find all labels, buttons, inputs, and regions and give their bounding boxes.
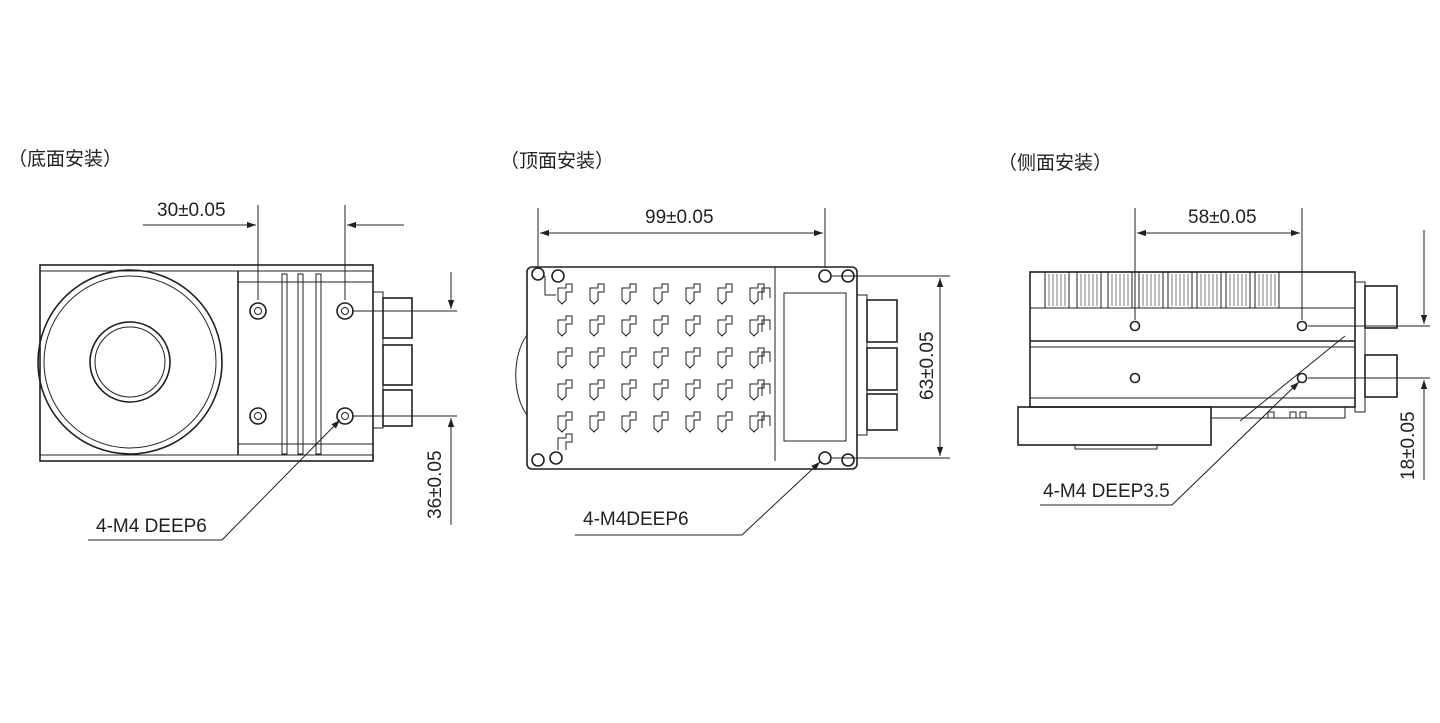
side-base-plate	[1017, 406, 1212, 446]
heatsink-notch	[717, 379, 733, 401]
top-connectors	[856, 294, 898, 436]
heatsink-notch	[589, 315, 605, 337]
side-fin	[1076, 271, 1102, 309]
bottom-fins	[281, 273, 322, 455]
heatsink-notch	[621, 379, 637, 401]
heatsink-notch	[685, 347, 701, 369]
bottom-dim-vertical: 36±0.05	[425, 450, 446, 519]
heatsink-notch	[621, 411, 637, 433]
heatsink-notch	[557, 283, 573, 305]
top-hole-label: 4-M4DEEP6	[583, 509, 689, 530]
heatsink-notch	[761, 415, 771, 428]
side-mount-holes	[1129, 320, 1308, 384]
heatsink-notch	[653, 315, 669, 337]
heatsink-notch	[685, 283, 701, 305]
heatsink-notch	[761, 319, 771, 332]
heatsink-notch	[761, 287, 771, 300]
top-dim-vertical: 63±0.05	[917, 331, 938, 400]
side-fin	[1044, 271, 1070, 309]
heatsink-notch	[717, 411, 733, 433]
top-camera-body	[526, 266, 858, 470]
bottom-connectors	[372, 291, 413, 429]
heatsink-notch	[557, 379, 573, 401]
bottom-dim-horizontal: 30±0.05	[157, 200, 226, 221]
bottom-lens-outer	[37, 269, 223, 455]
side-mount-view: （侧面安装） 58±0.05	[998, 152, 1430, 506]
heatsink-notch	[621, 315, 637, 337]
heatsink-notch	[685, 411, 701, 433]
bottom-mount-holes	[249, 302, 354, 425]
heatsink-notch	[653, 411, 669, 433]
side-fin	[1254, 271, 1280, 309]
side-connectors	[1354, 281, 1398, 413]
side-hole-label: 4-M4 DEEP3.5	[1043, 481, 1170, 502]
top-mount-view: （顶面安装） 99±0	[500, 150, 950, 536]
side-fin	[1196, 271, 1222, 309]
side-dim-vertical: 18±0.05	[1398, 411, 1419, 480]
heatsink-notch	[717, 283, 733, 305]
heatsink-notch	[653, 283, 669, 305]
heatsink-notch	[621, 347, 637, 369]
top-label-window	[783, 292, 847, 442]
side-dim-horizontal: 58±0.05	[1188, 207, 1257, 228]
top-dim-horizontal: 99±0.05	[645, 207, 714, 228]
bottom-mount-view: （底面安装）	[8, 148, 457, 541]
heatsink-notch	[685, 379, 701, 401]
side-fins	[1044, 271, 1280, 309]
heatsink-notch	[621, 283, 637, 305]
heatsink-notch	[653, 379, 669, 401]
heatsink-notch	[589, 379, 605, 401]
heatsink-notch	[685, 315, 701, 337]
heatsink-notch	[761, 383, 771, 396]
heatsink-notch	[557, 433, 573, 450]
heatsink-notch	[589, 283, 605, 305]
heatsink-notch	[761, 351, 771, 364]
heatsink-notch	[589, 411, 605, 433]
top-heatsink-pattern	[557, 283, 771, 450]
side-fin	[1138, 271, 1164, 309]
top-view-title: （顶面安装）	[500, 150, 614, 172]
side-fin	[1225, 271, 1251, 309]
top-mount-holes	[531, 267, 855, 467]
side-fin	[1107, 271, 1133, 309]
bottom-hole-label: 4-M4 DEEP6	[96, 516, 207, 537]
heatsink-notch	[653, 347, 669, 369]
heatsink-notch	[717, 347, 733, 369]
side-view-title: （侧面安装）	[998, 152, 1112, 174]
heatsink-notch	[557, 411, 573, 433]
bottom-view-title: （底面安装）	[8, 148, 122, 170]
heatsink-notch	[717, 315, 733, 337]
heatsink-notch	[589, 347, 605, 369]
heatsink-notch	[557, 347, 573, 369]
side-fin	[1167, 271, 1193, 309]
bottom-lens-inner	[89, 321, 171, 403]
heatsink-notch	[557, 315, 573, 337]
